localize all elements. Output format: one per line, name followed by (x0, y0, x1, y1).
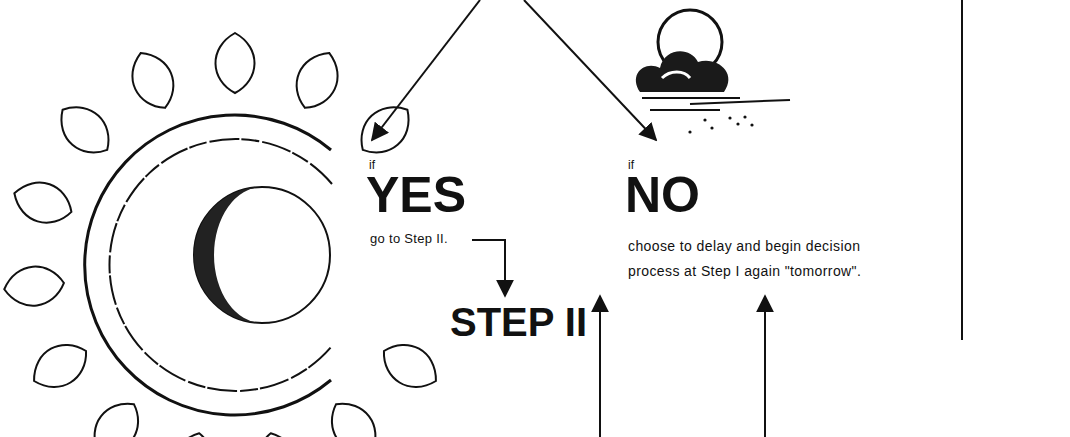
return-arrow (599, 296, 601, 437)
answer-heading: NO (625, 170, 700, 220)
side-line (961, 0, 963, 340)
step-heading: STEP II (450, 302, 587, 342)
cloud-highlight (662, 72, 690, 78)
flow-arrow (524, 0, 656, 140)
sun-shading (194, 187, 262, 323)
sun-ring (85, 115, 331, 415)
cloud-shape (636, 51, 728, 92)
sun-ring (109, 139, 332, 391)
sun-disk (194, 187, 330, 323)
horizon-lines (642, 98, 790, 110)
bracket-arrow (472, 240, 505, 296)
return-arrow (764, 296, 766, 437)
answer-heading: YES (366, 170, 466, 220)
instruction-text: choose to delay and begin decision proce… (628, 234, 900, 283)
flow-arrow (372, 0, 480, 140)
rain-dots (688, 115, 753, 133)
instruction-text: go to Step II. (370, 231, 448, 247)
